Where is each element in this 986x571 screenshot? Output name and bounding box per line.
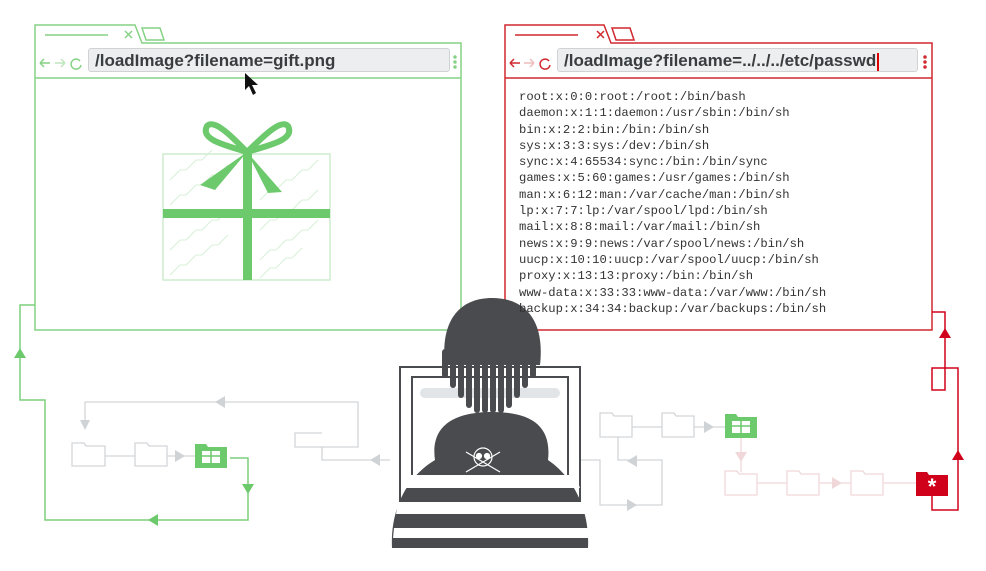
passwd-file-content: root:x:0:0:root:/root:/bin/bash daemon:x:… bbox=[519, 89, 826, 317]
gift-folder-icon bbox=[195, 444, 227, 468]
gift-folder-icon bbox=[725, 414, 757, 438]
mouse-cursor-icon bbox=[245, 73, 258, 95]
back-icon bbox=[509, 58, 520, 68]
gift-image bbox=[162, 121, 331, 281]
reload-icon bbox=[539, 58, 551, 70]
folder-icon bbox=[724, 470, 758, 496]
passwd-line: sys:x:3:3:sys:/dev:/bin/sh bbox=[519, 138, 710, 153]
right-url-text: /loadImage?filename=../../../etc/passwd bbox=[564, 51, 877, 70]
passwd-line: proxy:x:13:13:proxy:/bin:/bin/sh bbox=[519, 269, 754, 284]
reload-icon bbox=[70, 58, 82, 70]
right-address-bar[interactable]: /loadImage?filename=../../../etc/passwd bbox=[557, 48, 918, 72]
text-caret bbox=[877, 52, 880, 71]
passwd-line: man:x:6:12:man:/var/cache/man:/bin/sh bbox=[519, 187, 790, 202]
left-gray-tree bbox=[71, 396, 390, 467]
folder-icon bbox=[134, 442, 168, 467]
left-flow-path bbox=[14, 304, 254, 526]
passwd-line: lp:x:7:7:lp:/var/spool/lpd:/bin/sh bbox=[519, 204, 768, 219]
forward-icon bbox=[55, 58, 66, 68]
hacker-figure bbox=[391, 298, 589, 548]
folder-icon bbox=[661, 412, 695, 438]
passwd-line: root:x:0:0:root:/root:/bin/bash bbox=[519, 90, 746, 104]
passwd-line: daemon:x:1:1:daemon:/usr/sbin:/bin/sh bbox=[519, 106, 790, 121]
forward-icon bbox=[524, 58, 535, 68]
passwd-line: uucp:x:10:10:uucp:/var/spool/uucp:/bin/s… bbox=[519, 252, 819, 267]
arrow-icon bbox=[627, 421, 714, 511]
passwd-folder-icon: * bbox=[916, 472, 948, 499]
passwd-line: news:x:9:9:news:/var/spool/news:/bin/sh bbox=[519, 236, 805, 251]
passwd-line: games:x:5:60:games:/usr/games:/bin/sh bbox=[519, 171, 790, 186]
folder-icon bbox=[786, 470, 820, 496]
left-address-bar[interactable]: /loadImage?filename=gift.png bbox=[88, 48, 450, 72]
sweater-stripes bbox=[393, 475, 589, 538]
right-pink-tree bbox=[724, 438, 916, 496]
arrow-icon bbox=[14, 348, 254, 526]
skull-crossbones-icon bbox=[465, 447, 501, 473]
passwd-line: backup:x:34:34:backup:/var/backups:/bin/… bbox=[519, 301, 827, 316]
folder-icon bbox=[850, 470, 884, 496]
back-icon bbox=[39, 58, 50, 68]
svg-text:*: * bbox=[928, 474, 937, 499]
right-gray-tree bbox=[560, 412, 725, 511]
passwd-line: bin:x:2:2:bin:/bin:/bin/sh bbox=[519, 122, 710, 137]
beanie-fringe bbox=[442, 349, 536, 413]
right-browser-window bbox=[504, 24, 933, 331]
folder-icon bbox=[71, 442, 106, 467]
passwd-line: www-data:x:33:33:www-data:/var/www:/bin/… bbox=[519, 285, 827, 300]
tab-close-icon bbox=[596, 30, 605, 39]
passwd-line: sync:x:4:65534:sync:/bin:/bin/sync bbox=[519, 155, 768, 170]
passwd-line: mail:x:8:8:mail:/var/mail:/bin/sh bbox=[519, 220, 761, 235]
arrow-icon bbox=[939, 328, 964, 460]
folder-icon bbox=[599, 412, 633, 438]
right-flow-path bbox=[931, 311, 964, 511]
tab-close-icon bbox=[124, 30, 133, 39]
